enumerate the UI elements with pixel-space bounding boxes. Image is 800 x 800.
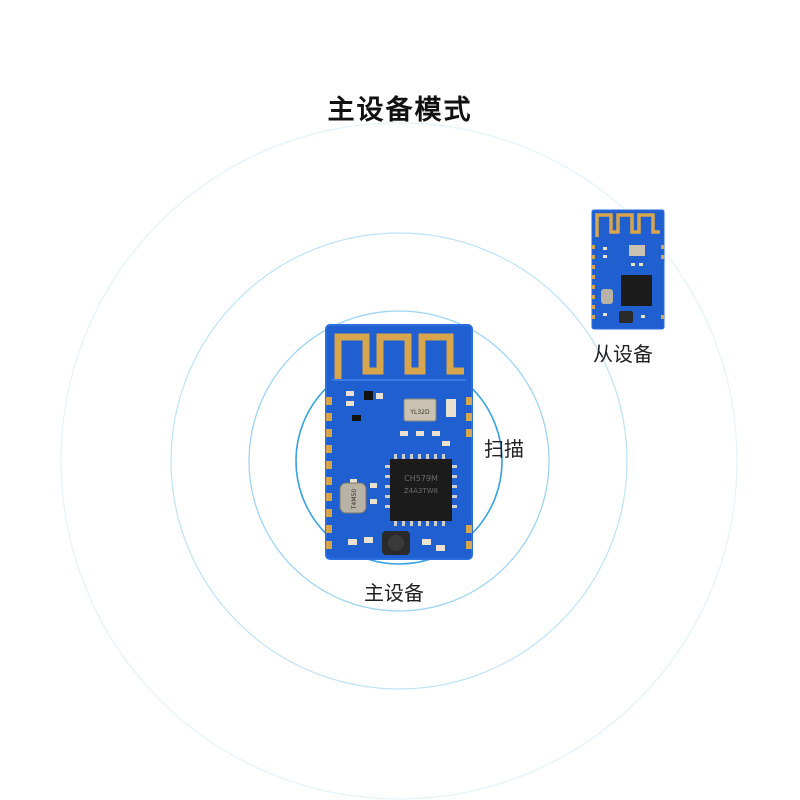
slave-module-image (591, 209, 665, 330)
crystal-large-text: T4M50 (351, 489, 358, 510)
crystal-small-text: YL32D (409, 409, 430, 416)
master-module-image: YL32D CH579M Z4A3TW8 T4M50 (324, 323, 474, 561)
slave-device-label: 从设备 (593, 338, 653, 367)
master-device-label: 主设备 (364, 577, 424, 606)
scan-label: 扫描 (484, 433, 524, 462)
chip-text: CH579M (404, 474, 438, 483)
chip-code-text: Z4A3TW8 (404, 487, 438, 495)
